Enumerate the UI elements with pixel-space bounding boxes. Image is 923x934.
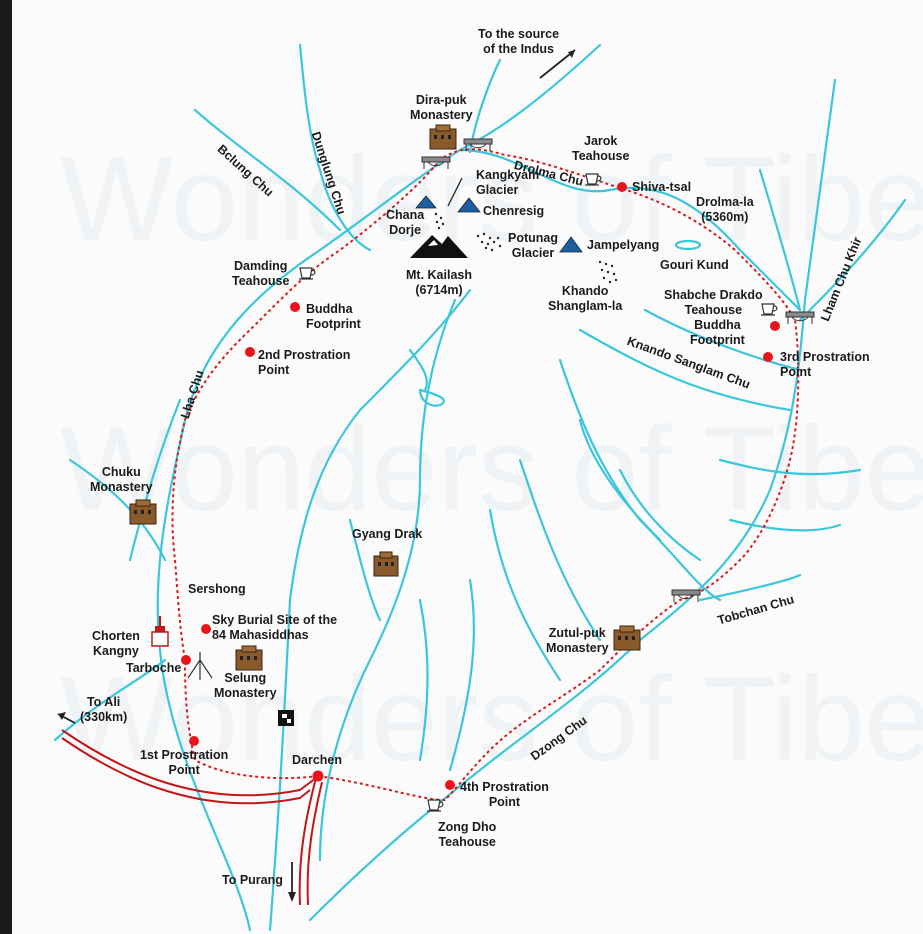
- label-shiva-tsal: Shiva-tsal: [632, 180, 692, 194]
- label-to-ali: To Ali(330km): [80, 695, 128, 724]
- river-lha-chu: [156, 43, 602, 932]
- river-lham-chu: [308, 78, 837, 922]
- river-bclung-chu: [193, 108, 342, 232]
- label-gouri-kund: Gouri Kund: [660, 258, 729, 272]
- teahouse-icons: [299, 173, 778, 812]
- point-darchen: [312, 770, 324, 782]
- point-4th-prostration: [445, 780, 455, 790]
- point-tarboche: [181, 655, 191, 665]
- river-drolma-chu: [458, 148, 802, 312]
- kora-trail: [171, 148, 800, 802]
- teacup-icon: [427, 799, 444, 812]
- point-buddha-footprint-2: [770, 321, 780, 331]
- label-darchen: Darchen: [292, 753, 343, 767]
- label-to-purang: To Purang: [222, 873, 283, 887]
- bridge-icon: [671, 589, 701, 602]
- monastery-icon: [429, 124, 457, 150]
- point-shiva-tsal: [617, 182, 627, 192]
- gouri-kund-lake: [674, 239, 702, 251]
- point-2nd-prostration: [245, 347, 255, 357]
- rivers: [53, 43, 907, 932]
- glacier-pointer: [447, 177, 463, 207]
- point-1st-prostration: [189, 736, 199, 746]
- monastery-icon: [373, 551, 399, 577]
- left-frame-bar: [0, 0, 12, 934]
- mountain-icons: [410, 195, 583, 258]
- road: [61, 729, 323, 906]
- monastery-icon: [235, 645, 263, 671]
- bridge-icon: [463, 138, 493, 151]
- label-drolma-la: Drolma-la(5360m): [696, 195, 754, 224]
- label-kailash: Mt. Kailash(6714m): [406, 268, 472, 297]
- jampelyang-icon: [559, 236, 583, 253]
- river-dunglung-chu: [298, 43, 372, 252]
- teacup-icon: [761, 303, 778, 316]
- bridge-icon: [421, 156, 451, 169]
- label-jampelyang: Jampelyang: [587, 238, 660, 252]
- label-tarboche: Tarboche: [126, 661, 182, 675]
- chenresig-icon: [457, 197, 481, 213]
- monastery-icon: [129, 499, 157, 525]
- point-sky-burial: [201, 624, 211, 634]
- point-buddha-footprint: [290, 302, 300, 312]
- tarboche-flagpole-icon: [187, 652, 213, 680]
- monastery-icons: [129, 124, 641, 671]
- monastery-icon: [613, 625, 641, 651]
- label-gyang-drak: Gyang Drak: [352, 527, 423, 541]
- darchen-building-icon: [278, 710, 294, 726]
- label-chenresig: Chenresig: [483, 204, 545, 218]
- teacup-icon: [585, 173, 602, 186]
- bridge-icons: [421, 138, 815, 602]
- stop-points: [181, 182, 780, 790]
- bridge-icon: [785, 311, 815, 324]
- teacup-icon: [299, 267, 316, 280]
- point-3rd-prostration: [763, 352, 773, 362]
- chana-dorje-icon: [415, 195, 437, 209]
- label-sershong: Sershong: [188, 582, 246, 596]
- glacier-dots: [434, 212, 618, 284]
- mt-kailash-icon: [410, 235, 468, 258]
- chorten-kangny-icon: [151, 616, 169, 647]
